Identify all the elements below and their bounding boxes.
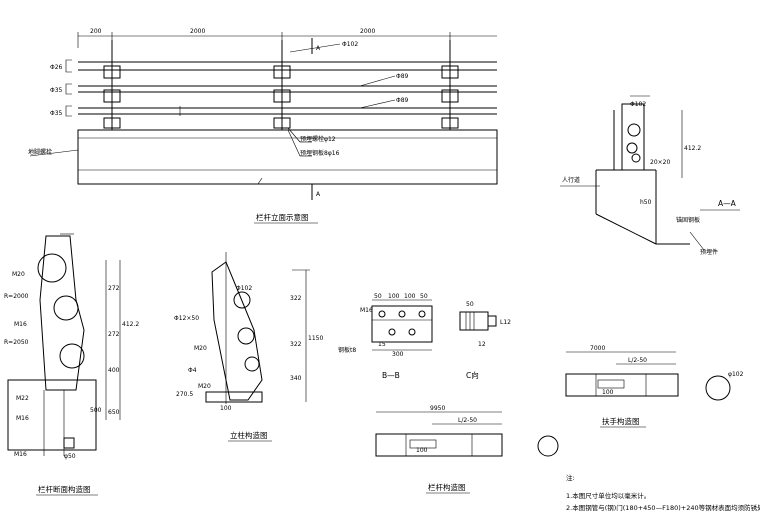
post-label-1: Φ12×50	[174, 315, 199, 322]
rs-label-m20: M20	[12, 271, 25, 278]
left-mark-3: Φ35	[50, 110, 63, 117]
hr-label-phi: φ102	[728, 371, 744, 378]
post-label-4: Φ4	[188, 367, 197, 374]
title-handrail: 扶手构造图	[602, 416, 640, 426]
post-dim-2: 322	[290, 341, 302, 348]
rs-label-m16: M16	[14, 321, 27, 328]
label-post-plate: 预埋钢板8φ16	[300, 149, 340, 157]
rs-dim-4: 400	[108, 367, 120, 374]
post-dim-3: 1150	[308, 335, 323, 342]
rb-dim-1: 9950	[430, 405, 445, 412]
section-mark-a-bottom: A	[316, 191, 321, 198]
rs-dim-3: 412.2	[122, 321, 139, 328]
post-dim-5: 100	[220, 405, 232, 412]
rs-label-m16b: M16	[16, 415, 29, 422]
hr-dim-1: 7000	[590, 345, 605, 352]
dim-2000-a: 2000	[190, 28, 205, 35]
rs-label-m22: M22	[16, 395, 29, 402]
notes-heading: 注:	[566, 473, 575, 482]
aa-label-rail: Φ102	[630, 101, 646, 108]
aa-label-20x20: 20×20	[650, 159, 670, 166]
railing-elevation-view: 200 2000 2000 A A Φ26 Φ35 Φ35	[28, 28, 498, 224]
title-elevation: 栏杆立面示意图	[256, 212, 309, 222]
hr-label-100: 100	[602, 389, 614, 396]
dim-200: 200	[90, 28, 102, 35]
handrail-detail-view: 7000 L/2-50 100 φ102 扶手构造图	[565, 345, 744, 428]
c-label-2: L12	[500, 319, 511, 326]
bb-dim-4: 50	[420, 293, 428, 300]
detail-bb-view: 50 100 100 50 300 钢板t8 M16 15 B—B	[338, 293, 433, 380]
left-mark-2: Φ35	[50, 87, 63, 94]
notes-line-1: 1.本图尺寸单位均以毫米计。	[566, 491, 650, 500]
bb-label-3: 15	[378, 341, 386, 348]
bb-label-2: M16	[360, 307, 373, 314]
bb-dim-2: 100	[388, 293, 400, 300]
left-mark-1: Φ26	[50, 64, 63, 71]
rs-dim-2: 272	[108, 331, 120, 338]
aa-dim-412: 412.2	[684, 145, 701, 152]
notes-block: 注: 1.本图尺寸单位均以毫米计。 2.本图钢管与(钢)门(180+450—F1…	[566, 473, 760, 512]
rb-dim-2: L/2-50	[458, 417, 477, 424]
label-rail-top: Φ102	[342, 41, 358, 48]
post-label-5: M20	[198, 383, 211, 390]
title-rail-section: 栏杆断面构造图	[38, 484, 91, 494]
c-label-3: 12	[478, 341, 486, 348]
rs-label-m16c: M16	[14, 451, 27, 458]
post-dim-4: 340	[290, 375, 302, 382]
rs-label-r2050: R=2050	[4, 339, 29, 346]
rs-label-r2000: R=2000	[4, 293, 29, 300]
section-mark-a-top: A	[316, 45, 321, 52]
title-bb: B—B	[382, 371, 400, 380]
label-rail-low: Φ89	[396, 97, 409, 104]
bb-label-1: 钢板t8	[338, 346, 356, 354]
label-rail-mid: Φ89	[396, 73, 409, 80]
aa-label-anchor: 锚固钢板	[676, 216, 700, 224]
label-base: 地脚螺栓	[28, 148, 52, 156]
post-detail-view: 322 322 1150 340 100 Φ12×50 M20 Φ102 Φ4 …	[174, 252, 323, 442]
dim-2000-b: 2000	[360, 28, 375, 35]
rb-label-100: 100	[416, 447, 428, 454]
bb-dim-1: 50	[374, 293, 382, 300]
rs-dim-5: 500	[90, 407, 102, 414]
notes-line-2: 2.本图钢管与(钢)门(180+450—F180)+240等钢材表面均须防锈处理…	[566, 503, 760, 512]
bb-dim-3: 100	[404, 293, 416, 300]
detail-c-view: 50 L12 12 C向	[459, 301, 511, 380]
rail-cross-section-view: 272 272 412.2 400 500 650 M20 R=2000 M16…	[4, 233, 139, 496]
rs-label-bottom: φ50	[64, 453, 76, 460]
aa-label-sidewalk: 人行道	[562, 176, 580, 184]
title-post: 立柱构造图	[230, 430, 268, 440]
aa-label-embed: 预埋件	[700, 248, 718, 256]
title-section-aa: A—A	[718, 199, 737, 208]
post-dim-1: 322	[290, 295, 302, 302]
post-label-6: 270.5	[176, 391, 193, 398]
bb-dim-total: 300	[392, 351, 404, 358]
rail-bar-detail-view: 9950 L/2-50 100 栏杆构造图	[375, 405, 559, 494]
rs-dim-1: 272	[108, 285, 120, 292]
section-aa-view: Φ102 412.2 人行道 20×20 h50 锚固钢板 预埋件 A—A	[560, 95, 740, 256]
label-post-bolt: 预埋螺栓φ12	[300, 135, 336, 143]
post-label-3: Φ102	[236, 285, 252, 292]
title-rail-bar: 栏杆构造图	[428, 482, 466, 492]
title-c: C向	[466, 370, 479, 380]
post-label-2: M20	[194, 345, 207, 352]
rs-dim-6: 650	[108, 409, 120, 416]
c-label-1: 50	[466, 301, 474, 308]
aa-label-h50: h50	[640, 199, 652, 206]
hr-dim-2: L/2-50	[628, 357, 647, 364]
